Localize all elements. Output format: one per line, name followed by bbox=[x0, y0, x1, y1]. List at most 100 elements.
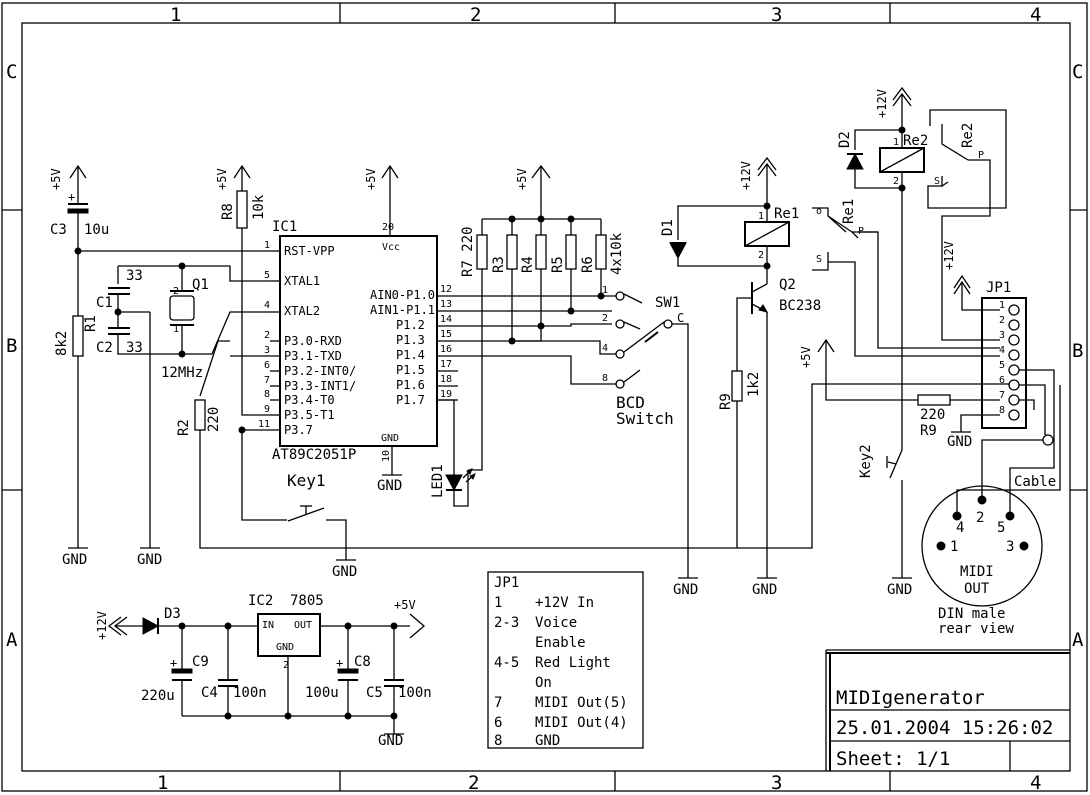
junction bbox=[238, 426, 246, 434]
q2-value: BC238 bbox=[779, 298, 821, 314]
junction bbox=[284, 712, 292, 720]
row-label-right-c: C bbox=[1072, 61, 1083, 83]
key1-label: Key1 bbox=[287, 471, 326, 490]
sw1-caption-line2: Switch bbox=[616, 409, 674, 428]
row-label-left-c: C bbox=[6, 61, 17, 83]
din-pin-5-dot bbox=[1005, 511, 1015, 521]
frame-labels: 1 2 3 4 1 2 3 4 C B A C B A bbox=[6, 4, 1084, 794]
c8-label: C8 bbox=[354, 654, 371, 670]
rnet-label-r3: R3 bbox=[491, 256, 507, 273]
title-block-sheet: Sheet: 1/1 bbox=[836, 748, 950, 770]
c3-plus-mark: + bbox=[68, 190, 75, 204]
rnet-value: 4x10k bbox=[609, 232, 625, 275]
ic1-pin-name: XTAL2 bbox=[284, 304, 320, 318]
jp1-pin-3: 3 bbox=[999, 330, 1005, 341]
c5-label: C5 bbox=[366, 685, 383, 701]
jp1-pin-6: 6 bbox=[999, 375, 1005, 386]
key1: Key1 GND bbox=[238, 426, 357, 580]
ic1-pin-name: P3.3-INT1/ bbox=[284, 379, 356, 393]
rnet-label-r5: R5 bbox=[550, 256, 566, 273]
ic1-pin-name: P1.7 bbox=[396, 393, 425, 407]
ic1-pin-num: 18 bbox=[440, 374, 452, 385]
notes-text-5: On bbox=[535, 675, 552, 691]
notes-pin-1: 1 bbox=[494, 595, 502, 611]
junction bbox=[567, 307, 575, 315]
relay1-contact: Re1 o P S bbox=[812, 199, 1000, 357]
column-label-bottom-1: 1 bbox=[157, 772, 168, 794]
c3-label: C3 bbox=[50, 222, 67, 238]
led1: LED1 bbox=[430, 399, 476, 507]
ic1-pin-name: P3.4-T0 bbox=[284, 393, 335, 407]
ic1-pin-name: P1.3 bbox=[396, 333, 425, 347]
ic2-label: IC2 bbox=[248, 593, 273, 609]
din-pin-4: 4 bbox=[956, 520, 964, 536]
re1-supply-label: +12V bbox=[739, 161, 753, 190]
column-label-bottom-3: 3 bbox=[771, 772, 782, 794]
gnd-jp1: GND bbox=[947, 434, 972, 450]
r8-label: R8 bbox=[220, 203, 236, 220]
ic1-pin-num: 14 bbox=[440, 314, 452, 325]
sw1-bcd-switch: 1 2 4 8 SW1 C BCD Switch GND bbox=[458, 285, 698, 598]
sw1-pos-8: 8 bbox=[602, 373, 608, 384]
r9-value-left: 1k2 bbox=[746, 372, 762, 397]
ic1-vcc-label: Vcc bbox=[382, 242, 400, 253]
din-midi-out: 4 2 5 1 3 MIDI OUT Cable DIN male rear v… bbox=[921, 385, 1061, 637]
c8-value: 100u bbox=[305, 685, 339, 701]
row-label-left-a: A bbox=[6, 629, 18, 651]
ic1-pin-num: 8 bbox=[264, 389, 270, 400]
ic1-pin-num: 7 bbox=[264, 375, 270, 386]
notes-pin-6: 6 bbox=[494, 715, 502, 731]
c1-value: 33 bbox=[126, 268, 143, 284]
d3-label: D3 bbox=[164, 606, 181, 622]
re2-contact-label: Re2 bbox=[960, 123, 976, 148]
ic1-pin-num: 16 bbox=[440, 344, 452, 355]
re1-contact-label: Re1 bbox=[841, 199, 857, 224]
ic2-value: 7805 bbox=[290, 593, 324, 609]
r2-label: R2 bbox=[176, 419, 192, 436]
c1-label: C1 bbox=[96, 295, 113, 311]
ic1-pin-name: AIN1-P1.1 bbox=[370, 303, 435, 317]
din-pin-3-dot bbox=[1019, 541, 1029, 551]
column-label-top-3: 3 bbox=[771, 4, 782, 26]
title-block-date: 25.01.2004 15:26:02 bbox=[836, 717, 1053, 739]
ic2-in: IN bbox=[262, 620, 274, 631]
row-label-right-a: A bbox=[1072, 629, 1084, 651]
psu-output-label: +5V bbox=[394, 598, 416, 612]
q1-pin-2: 2 bbox=[173, 286, 179, 297]
q1-pin-1: 1 bbox=[173, 324, 179, 335]
gnd-r1: GND bbox=[62, 552, 87, 568]
din-pin-1: 1 bbox=[950, 539, 958, 555]
r9-label-right: R9 bbox=[920, 423, 937, 439]
din-title: MIDI bbox=[960, 564, 994, 580]
c3-supply-label: +5V bbox=[49, 168, 63, 190]
ic1-pin-name: P3.1-TXD bbox=[284, 349, 342, 363]
ic1-pin-num: 2 bbox=[264, 330, 270, 341]
ic1-pin-num: 4 bbox=[264, 300, 270, 311]
notes-heading: JP1 bbox=[494, 575, 519, 591]
gnd-key2: GND bbox=[887, 582, 912, 598]
ic1-pin-name: P1.4 bbox=[396, 348, 425, 362]
r2-value: 220 bbox=[206, 407, 222, 432]
column-label-bottom-4: 4 bbox=[1030, 772, 1041, 794]
ic1-pin-name: AIN0-P1.0 bbox=[370, 288, 435, 302]
notes-text-4: Red Light bbox=[535, 655, 611, 671]
c3-value: 10u bbox=[84, 222, 109, 238]
notes-text-8: GND bbox=[535, 733, 560, 749]
column-label-top-2: 2 bbox=[470, 4, 481, 26]
ic1-pin-num: 11 bbox=[258, 419, 270, 430]
crystal-section: C1 33 C2 33 GND 2 1 Q1 12MHz bbox=[96, 262, 270, 568]
gnd-crystal: GND bbox=[137, 552, 162, 568]
notes-text-2: Voice bbox=[535, 615, 577, 631]
jp1-pin-4: 4 bbox=[999, 345, 1005, 356]
crystal-value: 12MHz bbox=[161, 365, 203, 381]
notes-pin-7: 7 bbox=[494, 695, 502, 711]
c9-value: 220u bbox=[141, 688, 175, 704]
re1-pin-2: 2 bbox=[758, 250, 764, 261]
ic1-pin-name: P1.5 bbox=[396, 363, 425, 377]
ic1-pin-gnd: 10 bbox=[381, 450, 392, 462]
r9-label-left: R9 bbox=[718, 393, 734, 410]
column-label-top-4: 4 bbox=[1030, 4, 1041, 26]
din-caption-line1: DIN male bbox=[938, 606, 1005, 622]
